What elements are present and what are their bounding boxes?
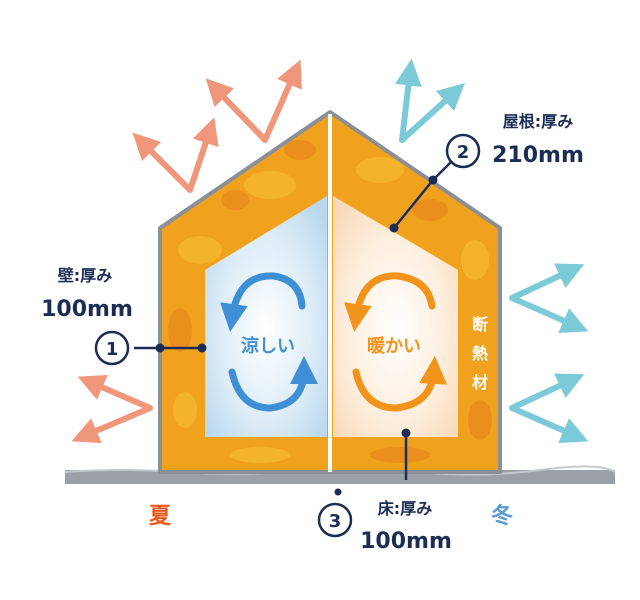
insulation-label-3: 材 [472, 373, 488, 392]
floor-value: 100mm [360, 529, 452, 554]
summer-heat-arrows [71, 59, 302, 444]
callout-roof: 2 屋根:厚み 210mm [389, 112, 584, 233]
roof-number-circle [445, 133, 481, 169]
winter-cold-arrows [395, 58, 589, 443]
wall-value: 100mm [41, 297, 133, 322]
insulation-texture [168, 140, 492, 463]
cool-circulation [220, 272, 318, 412]
wall-number-circle [94, 330, 130, 366]
wall-title: 壁:厚み [58, 266, 112, 285]
warm-circulation [344, 272, 448, 412]
wall-number: 1 [106, 339, 119, 360]
roof-title: 屋根:厚み [503, 112, 573, 131]
insulation-label-2: 熱 [472, 344, 488, 363]
warm-label: 暖かい [367, 335, 421, 357]
floor-number-circle [317, 502, 353, 538]
floor-number: 3 [329, 511, 342, 532]
summer-label: 夏 [149, 504, 172, 529]
cool-label: 涼しい [241, 335, 295, 357]
callout-wall: 1 壁:厚み 100mm [41, 266, 207, 366]
roof-number: 2 [457, 142, 470, 163]
roof-value: 210mm [492, 143, 584, 168]
callout-floor: 3 床:厚み 100mm [317, 428, 452, 554]
insulation-label-1: 断 [472, 315, 488, 334]
floor-title: 床:厚み [378, 499, 432, 518]
winter-label: 冬 [491, 503, 513, 529]
